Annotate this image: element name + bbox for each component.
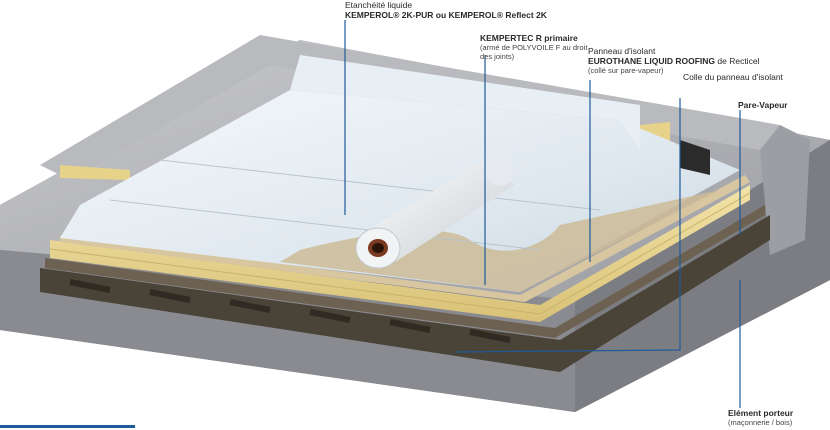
label-panneau-product-line: EUROTHANE LIQUID ROOFING de Recticel bbox=[588, 56, 788, 66]
label-colle-title: Colle du panneau d'isolant bbox=[683, 72, 783, 82]
structural-deck bbox=[40, 215, 770, 372]
polyvoile-roll bbox=[355, 158, 515, 269]
label-element-porteur-note: (maçonnerie / bois) bbox=[728, 418, 793, 428]
label-kempertec-title: KEMPERTEC R primaire bbox=[480, 33, 578, 43]
label-kempertec-note2: des joints) bbox=[480, 52, 515, 62]
parapet-walls bbox=[40, 35, 810, 255]
label-element-porteur: Elément porteur (maçonnerie / bois) bbox=[728, 408, 823, 427]
label-kempertec-note1: (armé de POLYVOILE F au droit bbox=[480, 43, 588, 53]
label-pare-vapeur-title: Pare-Vapeur bbox=[738, 100, 788, 110]
vapour-barrier-layer bbox=[45, 205, 765, 338]
label-panneau-note: (collé sur pare-vapeur) bbox=[588, 66, 664, 76]
label-panneau-maker: de Recticel bbox=[715, 56, 760, 67]
label-element-porteur-title: Elément porteur bbox=[728, 408, 794, 418]
accent-bar bbox=[0, 425, 135, 428]
insulation-adhesive bbox=[60, 175, 750, 302]
label-panneau-product: EUROTHANE LIQUID ROOFING bbox=[588, 56, 716, 67]
label-kempertec: KEMPERTEC R primaire (armé de POLYVOILE … bbox=[480, 33, 590, 61]
label-etancheite-product: KEMPEROL® 2K-PUR ou KEMPEROL® Reflect 2K bbox=[345, 10, 547, 21]
leader-lines bbox=[344, 20, 741, 408]
liquid-membrane-surface bbox=[60, 55, 740, 292]
label-colle: Colle du panneau d'isolant bbox=[683, 72, 803, 82]
label-panneau: Panneau d'isolant EUROTHANE LIQUID ROOFI… bbox=[588, 46, 788, 75]
label-pare-vapeur: Pare-Vapeur bbox=[738, 100, 818, 110]
label-etancheite: Etanchéité liquide KEMPEROL® 2K-PUR ou K… bbox=[345, 0, 547, 20]
corner-gap bbox=[680, 140, 710, 175]
label-panneau-title: Panneau d'isolant bbox=[588, 46, 656, 56]
label-etancheite-title: Etanchéité liquide bbox=[345, 0, 413, 10]
